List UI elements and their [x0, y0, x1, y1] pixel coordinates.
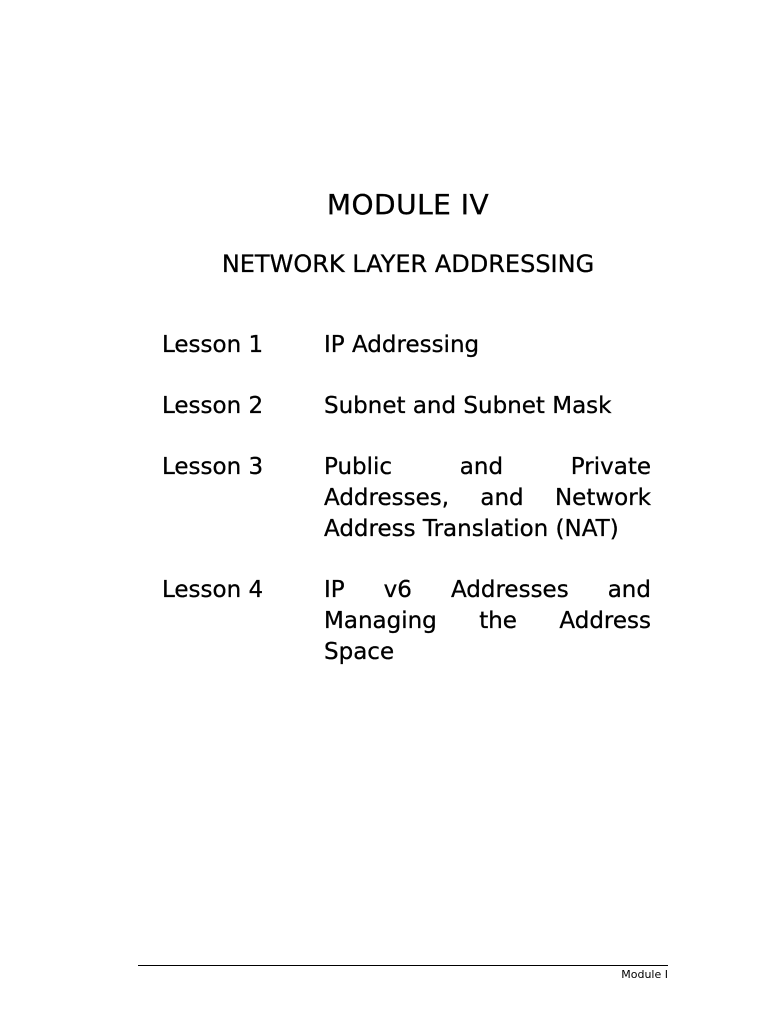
lesson-row-4: Lesson 4 IP v6 Addresses and Managing th…: [162, 575, 652, 668]
module-subtitle: NETWORK LAYER ADDRESSING: [221, 250, 595, 278]
lesson-row-1: Lesson 1 IP Addressing: [162, 330, 652, 361]
lesson-list: Lesson 1 IP Addressing Lesson 2 Subnet a…: [162, 330, 652, 698]
lesson-row-3: Lesson 3 Public and Private Addresses, a…: [162, 452, 652, 545]
lesson-label: Lesson 2: [162, 393, 264, 419]
footer-module-label: Module I: [621, 968, 668, 981]
lesson-label: Lesson 4: [162, 577, 264, 603]
lesson-label: Lesson 3: [162, 454, 264, 480]
lesson-title: Subnet and Subnet Mask: [324, 393, 612, 419]
lesson-title: Public and Private Addresses, and Networ…: [324, 454, 651, 542]
lesson-title: IP Addressing: [324, 332, 480, 358]
lesson-title: IP v6 Addresses and Managing the Address…: [324, 577, 651, 665]
lesson-label: Lesson 1: [162, 332, 264, 358]
module-title: MODULE IV: [326, 188, 490, 221]
lesson-row-2: Lesson 2 Subnet and Subnet Mask: [162, 391, 652, 422]
footer-divider: [138, 965, 668, 966]
